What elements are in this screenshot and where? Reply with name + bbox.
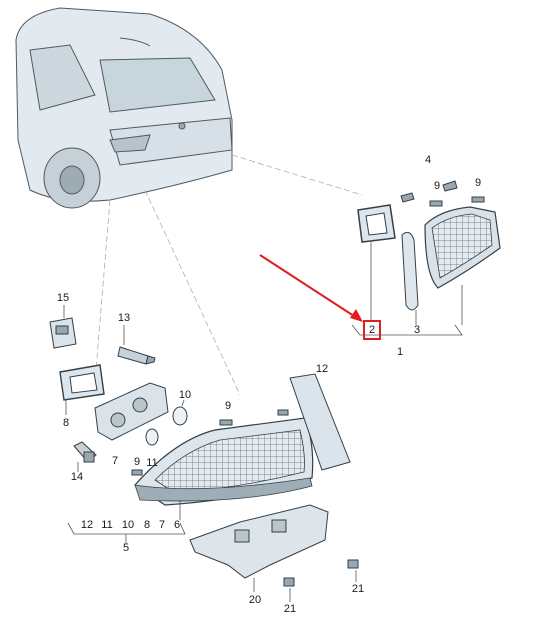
red-pointer-arrow	[259, 254, 363, 322]
gasket-part-8	[59, 364, 105, 401]
bulb-socket-part-13	[117, 346, 156, 365]
clip-part-9-c	[131, 469, 143, 476]
callout-11: 11	[146, 457, 158, 469]
callout-20: 20	[248, 594, 262, 606]
callout-7: 7	[111, 455, 119, 467]
callout-9-d: 9	[133, 456, 141, 468]
row5-label-11: 11	[101, 519, 113, 531]
clip-part-9-b	[471, 196, 485, 203]
row5-label-6: 6	[173, 519, 181, 531]
bulb-carrier-part-7	[94, 382, 169, 441]
screw-part-4	[400, 180, 458, 203]
callout-21-a: 21	[351, 583, 365, 595]
vehicle-rear-illustration	[15, 7, 233, 209]
callout-3: 3	[413, 324, 421, 336]
gasket-part-2	[357, 204, 396, 243]
callout-21-b: 21	[283, 603, 297, 615]
assembly-bracket-1	[351, 242, 463, 336]
row5-label-10: 10	[121, 519, 135, 531]
mounting-bracket-part-20	[189, 504, 329, 579]
outer-tail-light-part-6	[134, 417, 314, 506]
vehicle-leader-lines	[95, 154, 363, 396]
callout-12: 12	[315, 363, 329, 375]
callout-14: 14	[70, 471, 84, 483]
clip-part-9-a	[429, 200, 443, 207]
callout-13: 13	[117, 312, 131, 324]
callout-1: 1	[396, 346, 404, 358]
clip-part-9-d	[219, 419, 233, 426]
callout-9-c: 9	[224, 400, 232, 412]
holder-part-15	[49, 317, 77, 349]
highlight-box-part-2	[363, 320, 381, 340]
row5-label-7: 7	[158, 519, 166, 531]
cover-part-12	[289, 373, 351, 471]
callout-8: 8	[62, 417, 70, 429]
clip-part-9-e	[277, 409, 289, 416]
assembly-bracket-5	[67, 500, 186, 543]
socket-part-14	[73, 441, 97, 463]
inner-tail-light	[424, 206, 501, 289]
callout-15: 15	[56, 292, 70, 304]
row5-label-12: 12	[80, 519, 94, 531]
callout-2: 2	[368, 324, 376, 336]
bulb-part-11	[145, 428, 159, 446]
callout-4: 4	[424, 154, 432, 166]
callout-9-b: 9	[474, 177, 482, 189]
callout-10: 10	[178, 389, 192, 401]
callout-5: 5	[122, 542, 130, 554]
bulb-part-10	[172, 406, 188, 426]
callout-9-a: 9	[433, 180, 441, 192]
screw-part-21	[283, 559, 359, 587]
row5-label-8: 8	[143, 519, 151, 531]
seal-strip-part-3	[401, 231, 419, 311]
